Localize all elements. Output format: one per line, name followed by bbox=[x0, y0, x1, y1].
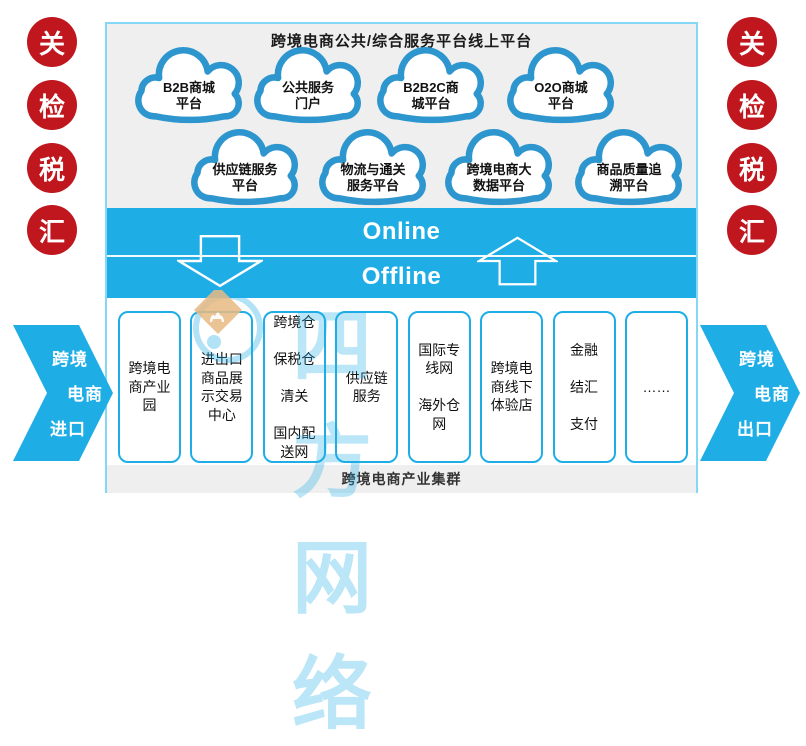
up-arrow-icon bbox=[477, 236, 558, 286]
export-arrow-label: 电商 bbox=[754, 385, 790, 404]
cloud-icon bbox=[135, 47, 242, 124]
cloud-label: 商品质量追 溯平台 bbox=[596, 162, 662, 193]
industry-box: 跨境电 商产业 园 bbox=[118, 311, 181, 463]
cloud-icon bbox=[377, 47, 484, 124]
cloud-node: 公共服务 门户 bbox=[252, 44, 364, 128]
customs-circle: 汇 bbox=[27, 205, 77, 255]
export-arrow: 跨境 电商 出口 bbox=[694, 323, 804, 463]
cloud-node: B2B商城 平台 bbox=[133, 44, 245, 128]
industry-box: 供应链 服务 bbox=[335, 311, 399, 463]
export-arrow-label: 跨境 bbox=[739, 350, 775, 369]
customs-circle: 税 bbox=[727, 143, 777, 193]
down-arrow-icon bbox=[177, 234, 263, 288]
import-arrow-label: 电商 bbox=[67, 385, 103, 404]
industry-box: 跨境电 商线下 体验店 bbox=[480, 311, 544, 463]
cloud-label: B2B2C商 城平台 bbox=[403, 80, 459, 111]
cloud-icon bbox=[191, 129, 298, 206]
cloud-label: 供应链服务 平台 bbox=[212, 162, 278, 193]
customs-circle: 检 bbox=[727, 80, 777, 130]
customs-circle: 关 bbox=[727, 17, 777, 67]
online-label: Online bbox=[362, 217, 441, 245]
cloud-label: 跨境电商大 数据平台 bbox=[466, 162, 532, 193]
cloud-node: 物流与通关 服务平台 bbox=[317, 126, 429, 210]
import-arrow-label: 进口 bbox=[50, 420, 86, 439]
main-panel: 跨境电商公共/综合服务平台线上平台 B2B商城 平台 公共服务 门户 B2B2C… bbox=[105, 22, 698, 493]
industry-box: …… bbox=[624, 311, 688, 463]
cloud-label: 物流与通关 服务平台 bbox=[340, 162, 406, 193]
import-arrow-label: 跨境 bbox=[52, 350, 88, 369]
import-arrow: 跨境 电商 进口 bbox=[7, 323, 117, 463]
industry-box: 国际专 线网 海外仓 网 bbox=[407, 311, 471, 463]
customs-circle: 关 bbox=[27, 17, 77, 67]
diagram-canvas: { "diagram": { "title_top": "跨境电商公共/综合服务… bbox=[7, 17, 804, 741]
industry-box: 进出口 商品展 示交易 中心 bbox=[190, 311, 254, 463]
customs-circle: 税 bbox=[27, 143, 77, 193]
cloud-node: 商品质量追 溯平台 bbox=[573, 126, 685, 210]
cloud-node: 跨境电商大 数据平台 bbox=[443, 126, 555, 210]
industry-box: 金融 结汇 支付 bbox=[552, 311, 616, 463]
cloud-icon bbox=[319, 129, 426, 206]
cloud-icon bbox=[507, 47, 614, 124]
industry-footer-label: 跨境电商产业集群 bbox=[107, 465, 696, 493]
cloud-icon bbox=[254, 47, 361, 124]
chevron-arrow-icon bbox=[700, 325, 800, 461]
cloud-node: B2B2C商 城平台 bbox=[375, 44, 487, 128]
cloud-label: 公共服务 门户 bbox=[281, 80, 334, 111]
industry-box: 跨境仓 保税仓 清关 国内配 送网 bbox=[262, 311, 326, 463]
online-offline-band: Online Offline bbox=[107, 208, 696, 298]
band-divider bbox=[107, 255, 696, 257]
cloud-node: 供应链服务 平台 bbox=[189, 126, 301, 210]
offline-label: Offline bbox=[361, 262, 442, 290]
cloud-node: O2O商城 平台 bbox=[505, 44, 617, 128]
customs-circle: 汇 bbox=[727, 205, 777, 255]
cloud-icon bbox=[575, 129, 682, 206]
chevron-arrow-icon bbox=[13, 325, 113, 461]
cloud-label: O2O商城 平台 bbox=[534, 80, 588, 111]
cloud-icon bbox=[445, 129, 552, 206]
industry-section: 跨境电 商产业 园 进出口 商品展 示交易 中心 跨境仓 保税仓 清关 国内配 … bbox=[107, 298, 696, 465]
export-arrow-label: 出口 bbox=[737, 420, 773, 439]
cloud-label: B2B商城 平台 bbox=[162, 80, 215, 111]
customs-circle: 检 bbox=[27, 80, 77, 130]
platform-title: 跨境电商公共/综合服务平台线上平台 bbox=[270, 33, 533, 50]
